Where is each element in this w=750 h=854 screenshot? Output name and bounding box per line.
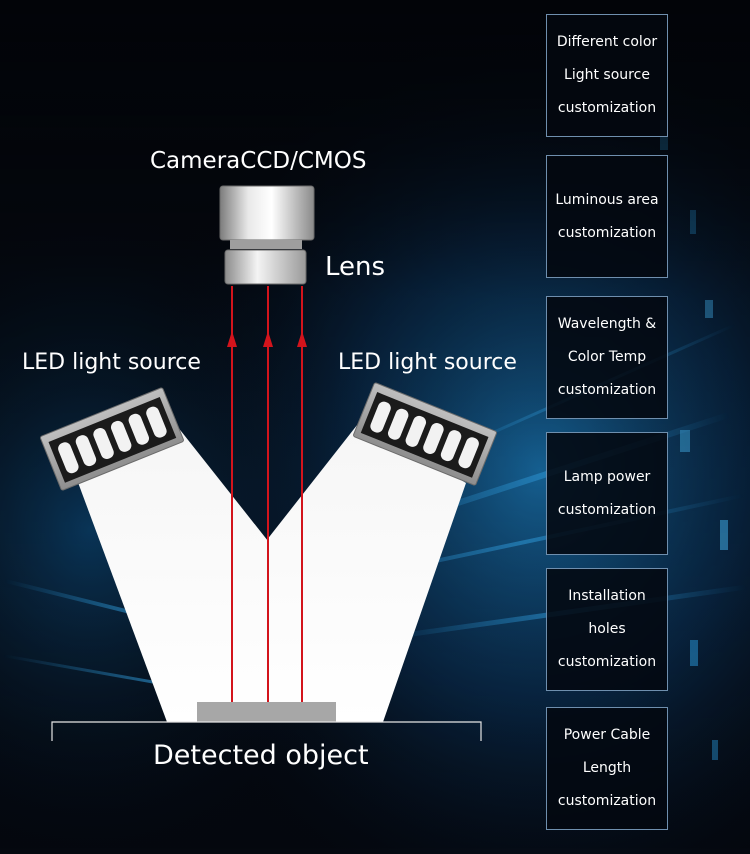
led-right-label: LED light source	[338, 350, 517, 375]
feature-line: holes	[588, 621, 626, 637]
arrow-up-icon	[297, 331, 307, 347]
feature-box-color: Different color Light source customizati…	[546, 14, 668, 137]
detected-object-label: Detected object	[153, 740, 369, 771]
object-platform	[51, 721, 482, 741]
camera-label: CameraCCD/CMOS	[150, 148, 367, 174]
reflected-rays	[227, 286, 307, 703]
feature-box-power-cable: Power Cable Length customization	[546, 707, 668, 830]
feature-line: Light source	[564, 67, 650, 83]
feature-box-installation: Installation holes customization	[546, 568, 668, 691]
right-light-beam	[266, 420, 466, 722]
feature-line: customization	[557, 100, 657, 116]
left-led-head	[40, 387, 184, 491]
feature-box-lamp-power: Lamp power customization	[546, 432, 668, 555]
feature-line: customization	[557, 654, 657, 670]
feature-line: customization	[557, 224, 657, 241]
right-led-head	[353, 382, 497, 486]
feature-line: customization	[557, 793, 657, 809]
lens-icon	[224, 249, 307, 285]
feature-line: Power Cable	[563, 727, 651, 743]
feature-line: Installation	[568, 588, 646, 604]
feature-line: Different color	[556, 34, 658, 50]
feature-line: customization	[557, 382, 657, 398]
lens-label: Lens	[325, 252, 386, 282]
feature-line: Color Temp	[567, 349, 647, 365]
feature-line: Wavelength &	[557, 316, 657, 332]
feature-line: Luminous area	[555, 191, 659, 208]
feature-line: customization	[557, 501, 657, 518]
optics-diagram	[40, 185, 497, 741]
feature-box-luminous-area: Luminous area customization	[546, 155, 668, 278]
detected-object-block	[197, 702, 336, 722]
led-left-label: LED light source	[22, 350, 201, 375]
arrow-up-icon	[227, 331, 237, 347]
camera-icon	[219, 185, 315, 249]
left-light-beam	[73, 426, 268, 722]
feature-box-wavelength: Wavelength & Color Temp customization	[546, 296, 668, 419]
arrow-up-icon	[263, 331, 273, 347]
feature-line: Lamp power	[563, 468, 651, 485]
feature-line: Length	[582, 760, 632, 776]
